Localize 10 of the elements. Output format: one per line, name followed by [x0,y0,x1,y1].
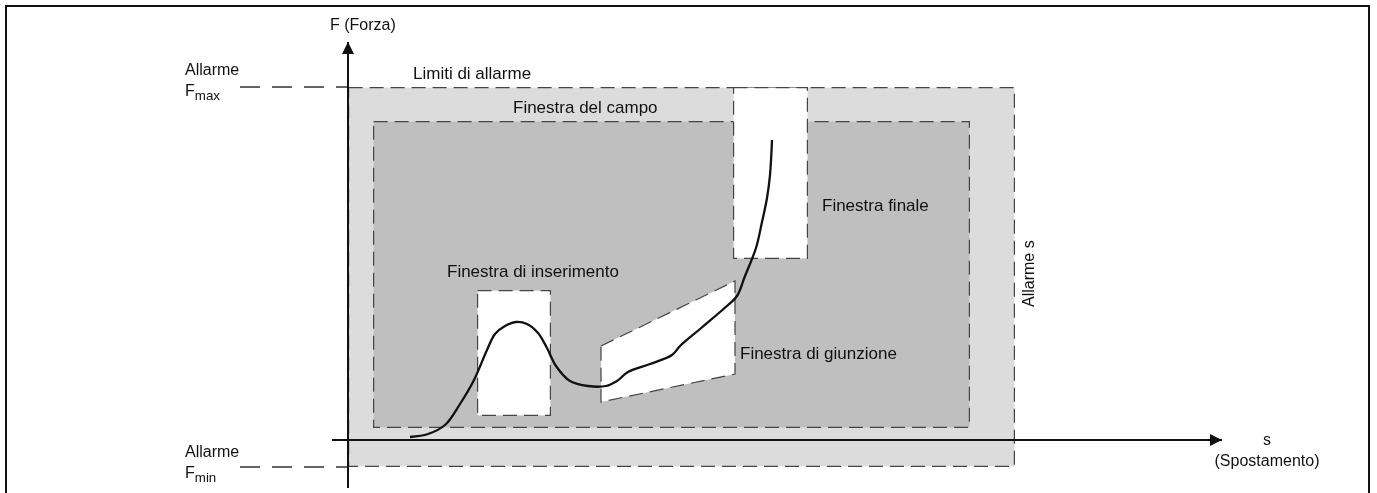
window-label: Finestra di giunzione [740,344,897,364]
axis-label: s (Spostamento) [1213,430,1321,471]
window-label: Finestra di inserimento [447,262,619,282]
window-label: Finestra finale [822,196,929,216]
window-label: Finestra del campo [513,98,658,118]
window-label: Limiti di allarme [413,64,532,84]
alarm-label: Allarme F$_{min}$ [185,442,241,487]
axis-label: F (Forza) [330,15,397,35]
vertical-label: Allarme s [1020,240,1038,307]
alarm-label: Allarme F$_{max}$ [185,60,241,105]
